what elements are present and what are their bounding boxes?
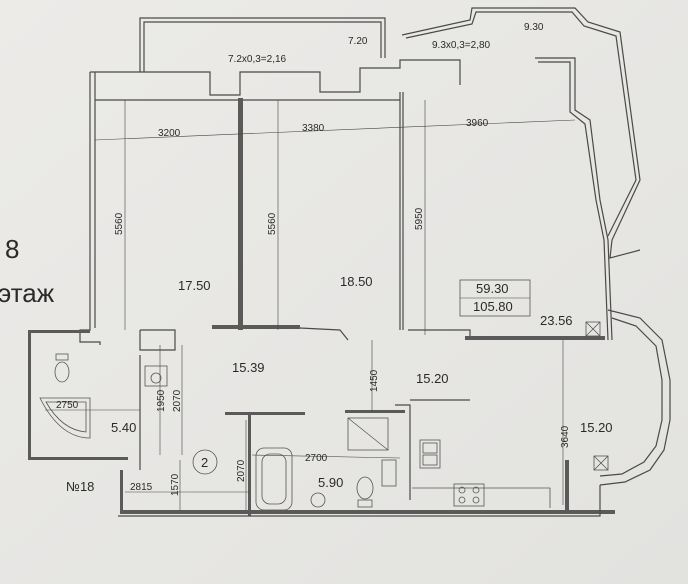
bathtub-center <box>255 447 293 511</box>
area-bath-center: 5.90 <box>318 475 343 490</box>
interior-walls <box>28 92 615 517</box>
floor-number: 8 <box>5 234 19 264</box>
area-room-left: 17.50 <box>178 278 211 293</box>
balcony-right <box>401 7 641 259</box>
dim-balcony-right-length: 9.30 <box>524 22 544 33</box>
dimension-lines <box>45 100 576 510</box>
area-total: 105.80 <box>473 299 513 314</box>
dim-bath-depth-a: 1950 <box>156 389 167 412</box>
area-corridor: 15.20 <box>416 371 449 386</box>
kitchen-counter <box>412 487 551 508</box>
dim-hall-depth: 1450 <box>369 369 380 392</box>
area-room-middle: 18.50 <box>340 274 373 289</box>
dim-width-room1: 3200 <box>158 128 181 139</box>
balcony-left <box>139 17 386 72</box>
dim-depth-room1: 5560 <box>114 212 125 235</box>
dim-width-room2: 3380 <box>302 123 325 134</box>
vent-shaft-2 <box>593 455 609 471</box>
dim-width-room3: 3960 <box>466 118 489 129</box>
sink-center <box>310 492 326 508</box>
area-kitchen: 15.20 <box>580 420 613 435</box>
bathtub-corner <box>39 397 91 439</box>
kitchen-sink <box>419 439 441 469</box>
floor-label: этаж <box>0 278 55 308</box>
entrance-marker <box>192 449 218 475</box>
vent-shaft-1 <box>585 321 601 337</box>
area-hall: 15.39 <box>232 360 265 375</box>
area-room-right: 23.56 <box>540 313 573 328</box>
outer-walls <box>79 57 671 486</box>
dim-balcony-right-calc: 9.3х0,3=2,80 <box>432 40 491 51</box>
dim-bath2-depth: 2070 <box>236 459 247 482</box>
dim-kitchen-depth: 3640 <box>560 425 571 448</box>
dim-corridor-width: 2815 <box>130 482 153 493</box>
dim-bath-width: 2750 <box>56 400 79 411</box>
area-total-living: 59.30 <box>476 281 509 296</box>
dim-depth-room2: 5560 <box>267 212 278 235</box>
toilet-center <box>356 459 397 508</box>
sink-left <box>144 365 168 387</box>
toilet-left <box>54 353 70 383</box>
dim-corridor-depth: 1570 <box>170 473 181 496</box>
entrance-number: 2 <box>201 455 208 470</box>
shower-tray <box>347 417 389 451</box>
dim-balcony-left-length: 7.20 <box>348 36 368 47</box>
area-bath-left: 5.40 <box>111 420 136 435</box>
dim-depth-room3: 5950 <box>414 207 425 230</box>
apartment-number: №18 <box>66 479 94 494</box>
dim-balcony-left-calc: 7.2х0,3=2,16 <box>228 54 287 65</box>
dim-bath-depth-b: 2070 <box>172 389 183 412</box>
dim-bath2-width: 2700 <box>305 453 328 464</box>
kitchen-stove <box>453 483 485 507</box>
